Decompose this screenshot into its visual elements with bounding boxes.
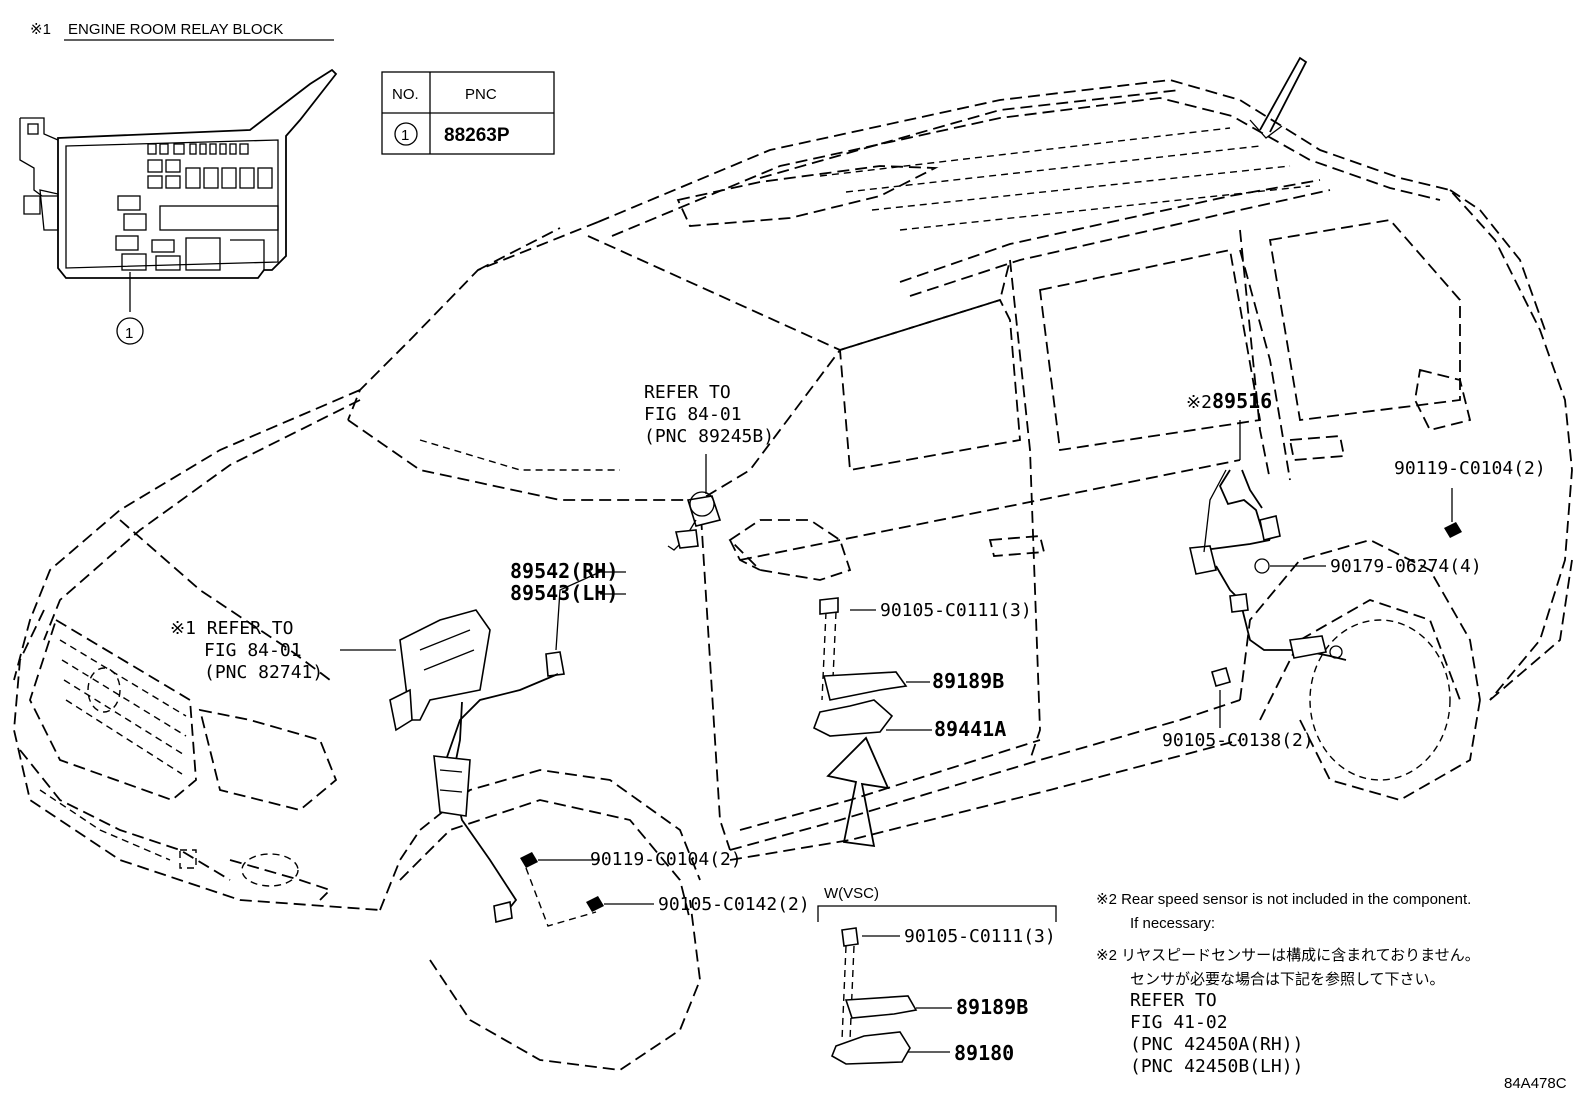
label-90179-06274: 90179-06274(4) xyxy=(1330,556,1482,577)
note1-mark: ※1 xyxy=(30,21,51,38)
rear-speed-sensor-assembly xyxy=(1189,420,1462,728)
label-90105-c0111: 90105-C0111(3) xyxy=(880,600,1032,621)
label-89189b: 89189B xyxy=(932,669,1004,693)
relay-callout-circle xyxy=(116,317,144,345)
table-row-pnc: 88263P xyxy=(444,125,510,146)
vehicle-outline xyxy=(13,56,1573,1071)
table-header-pnc: PNC xyxy=(465,86,497,103)
ref-a-line1: REFER TO xyxy=(644,382,731,403)
label-90105-c0142: 90105-C0142(2) xyxy=(658,894,810,915)
note2-jp-line2: センサが必要な場合は下記を参照して下さい。 xyxy=(1130,971,1445,988)
note-ref-line1: REFER TO xyxy=(1130,990,1217,1011)
label-89542-rh: 89542(RH) xyxy=(510,559,618,583)
vsc-label-90105-c0111: 90105-C0111(3) xyxy=(904,926,1056,947)
vsc-inset: W(VSC) 90105-C0111(3) 89189B 89180 xyxy=(817,885,1057,1065)
label-90119-c0104-rear: 90119-C0104(2) xyxy=(1394,458,1546,479)
label-90119-c0104-front: 90119-C0104(2) xyxy=(590,849,742,870)
label-90105-c0138: 90105-C0138(2) xyxy=(1162,730,1314,751)
note2-en-line1: ※2 Rear speed sensor is not included in … xyxy=(1096,891,1471,908)
note-ref-line4: (PNC 42450B(LH)) xyxy=(1130,1056,1303,1077)
note2-jp-line1: ※2 リヤスピードセンサーは構成に含まれておりません。 xyxy=(1096,947,1480,964)
ref-b-line2: FIG 84-01 xyxy=(204,640,302,661)
note-ref-line3: (PNC 42450A(RH)) xyxy=(1130,1034,1303,1055)
vsc-title: W(VSC) xyxy=(824,885,879,902)
view-arrow xyxy=(826,736,890,848)
relay-callout-number: 1 xyxy=(125,325,133,342)
label-89516-note-mark: ※2 xyxy=(1186,392,1212,413)
table-row-no-circle xyxy=(394,122,418,146)
relay-block-title: ENGINE ROOM RELAY BLOCK xyxy=(68,21,283,38)
note-ref-line2: FIG 41-02 xyxy=(1130,1012,1228,1033)
table-row-no: 1 xyxy=(401,127,409,144)
ref-b-line3: (PNC 82741) xyxy=(204,662,323,683)
ref-b-line1: ※1 REFER TO xyxy=(170,618,293,639)
ref-a-line3: (PNC 89245B) xyxy=(644,426,774,447)
relay-block-drawing: 1 xyxy=(19,68,338,345)
pnc-table: NO. PNC 1 88263P xyxy=(381,71,555,155)
figure-code: 84A478C xyxy=(1504,1075,1567,1092)
label-89543-lh: 89543(LH) xyxy=(510,581,618,605)
note2-en-line2: If necessary: xyxy=(1130,915,1215,932)
vsc-label-89189b: 89189B xyxy=(956,995,1028,1019)
vsc-label-89180: 89180 xyxy=(954,1041,1014,1065)
label-89516: 89516 xyxy=(1212,389,1272,413)
label-89441a: 89441A xyxy=(934,717,1006,741)
front-speed-sensor-assembly xyxy=(340,454,722,927)
table-header-no: NO. xyxy=(392,86,419,103)
yaw-rate-sensor-assembly xyxy=(812,597,932,737)
footnotes: ※2 Rear speed sensor is not included in … xyxy=(1096,891,1480,1077)
ref-a-line2: FIG 84-01 xyxy=(644,404,742,425)
